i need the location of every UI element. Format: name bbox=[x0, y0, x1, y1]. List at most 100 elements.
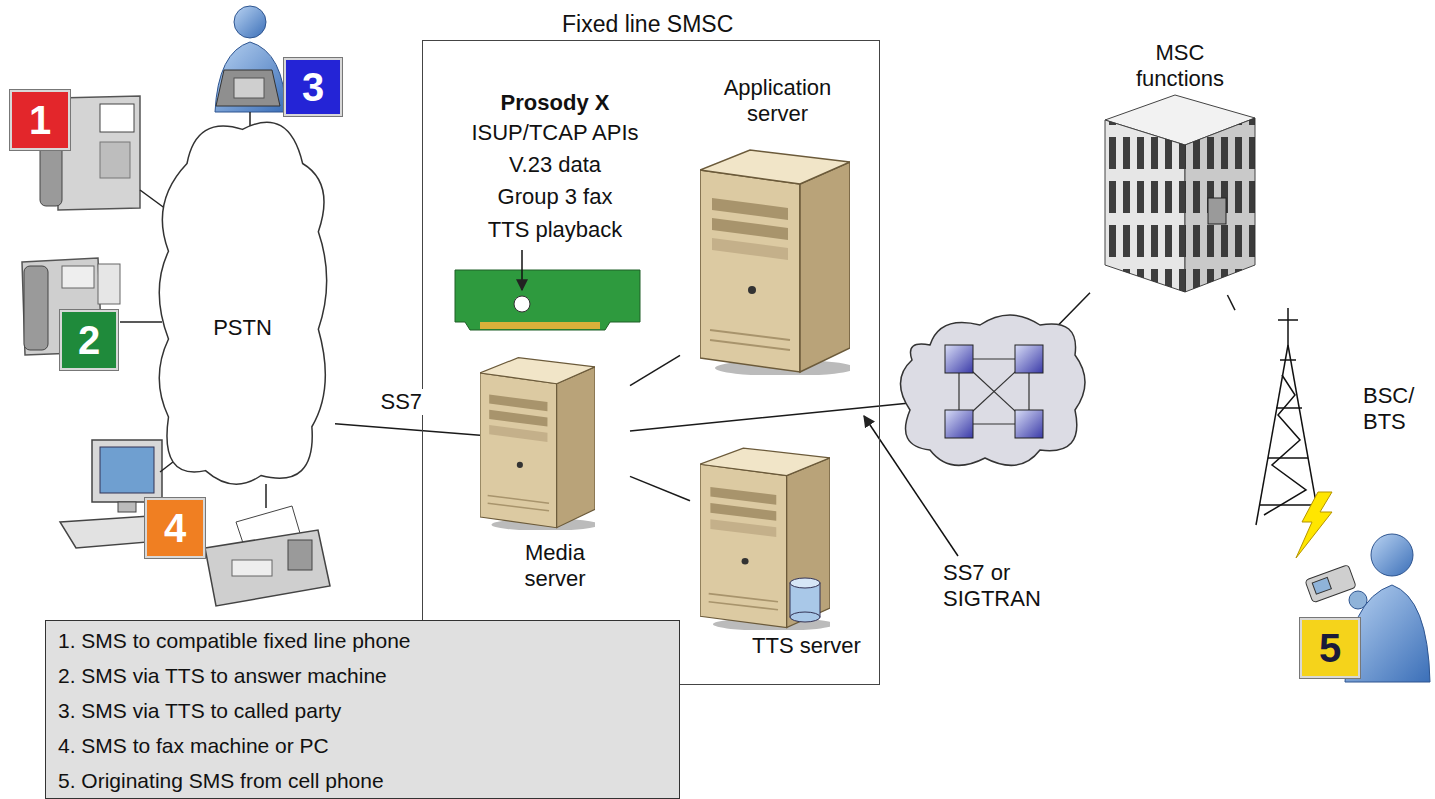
prosody-card bbox=[455, 250, 640, 330]
radio-tower-part bbox=[1256, 345, 1288, 525]
boundary-frame bbox=[422, 40, 880, 685]
callout-box: 1 bbox=[10, 90, 70, 150]
key-line: 4. SMS to fax machine or PC bbox=[58, 728, 679, 763]
link-label: SS7 or SIGTRAN bbox=[943, 560, 1073, 612]
fax-machine-part bbox=[232, 560, 272, 576]
personal-computer-part bbox=[92, 440, 162, 502]
person-with-phone-part bbox=[234, 6, 266, 38]
mobile-user-part bbox=[1349, 591, 1367, 609]
leader-arrow bbox=[864, 416, 958, 556]
radio-tower-part bbox=[1280, 359, 1296, 361]
radio-tower-part bbox=[1276, 407, 1302, 409]
equipment-node: TTS server bbox=[690, 435, 875, 665]
fax-machine-part bbox=[288, 540, 312, 570]
system-boundary: Fixed line SMSC Application serverMedia s… bbox=[422, 8, 880, 685]
person-with-phone bbox=[215, 6, 286, 112]
callout-number: 1 bbox=[12, 92, 68, 148]
person-with-phone-part bbox=[234, 78, 264, 98]
radio-tower-part bbox=[1287, 308, 1289, 345]
radio-tower bbox=[1256, 308, 1320, 525]
mobile-user-part bbox=[1371, 534, 1413, 576]
equipment-node: Media server bbox=[480, 340, 630, 610]
board-feature: Prosody X bbox=[455, 90, 655, 116]
board-feature: V.23 data bbox=[455, 152, 655, 178]
mobile-user-part-part bbox=[1305, 565, 1356, 603]
switch-cabinet-part bbox=[1185, 118, 1255, 292]
radio-link-bolt bbox=[1296, 492, 1332, 558]
database-cylinder-part bbox=[790, 612, 820, 622]
personal-computer-part bbox=[118, 502, 136, 512]
radio-tower-part bbox=[1264, 375, 1306, 515]
fax-machine bbox=[205, 506, 330, 606]
prosody-card-part bbox=[521, 250, 523, 290]
node-label: Fixed line SMSC bbox=[562, 10, 880, 38]
ss7-network bbox=[900, 315, 1085, 465]
server-tower-part bbox=[700, 448, 834, 631]
link-line bbox=[1227, 295, 1235, 310]
database-cylinder-part bbox=[790, 578, 820, 588]
node-label: Media server bbox=[505, 540, 605, 592]
person-with-phone-part bbox=[216, 70, 280, 106]
key-line: 1. SMS to compatible fixed line phone bbox=[58, 623, 679, 658]
radio-tower-part bbox=[1260, 504, 1316, 506]
server-tower-part bbox=[700, 150, 855, 376]
server-tower-part bbox=[480, 358, 599, 531]
answer-machine-part bbox=[24, 266, 48, 350]
callout-box: 5 bbox=[1300, 618, 1360, 678]
switch-cabinet-part bbox=[1105, 120, 1185, 292]
ss7-network-part bbox=[900, 315, 1085, 465]
callout-number: 3 bbox=[286, 60, 340, 114]
equipment-node: MSC functions bbox=[1090, 40, 1270, 295]
answer-machine-part bbox=[62, 266, 94, 288]
callout-box: 2 bbox=[60, 310, 118, 370]
prosody-card-part bbox=[480, 322, 600, 329]
callout-number: 5 bbox=[1302, 620, 1358, 676]
desk-phone-part bbox=[100, 142, 130, 178]
link-label: SS7 bbox=[379, 389, 425, 415]
desk-phone-part bbox=[100, 104, 134, 132]
switch-cabinet-part bbox=[1105, 120, 1185, 292]
node-label: TTS server bbox=[752, 633, 875, 659]
ss7-network-part bbox=[1015, 345, 1043, 373]
link-line bbox=[335, 424, 480, 435]
network-cloud: PSTN bbox=[150, 105, 335, 495]
prosody-card-part bbox=[455, 270, 640, 330]
cloud-outline bbox=[159, 122, 326, 484]
ss7-network-part bbox=[1015, 410, 1043, 438]
answer-machine-part bbox=[98, 264, 120, 304]
key-line: 3. SMS via TTS to called party bbox=[58, 693, 679, 728]
person-with-phone-part bbox=[215, 42, 286, 112]
callout-box: 4 bbox=[145, 498, 205, 558]
personal-computer-part bbox=[100, 447, 154, 493]
radio-tower-part bbox=[1268, 457, 1308, 459]
mobile-user-part bbox=[1305, 565, 1356, 603]
board-feature: TTS playback bbox=[455, 217, 655, 243]
link-line bbox=[630, 476, 690, 500]
callout-number: 2 bbox=[62, 312, 116, 368]
node-label: BSC/ BTS bbox=[1363, 383, 1421, 435]
switch-cabinet bbox=[1105, 95, 1255, 292]
key-box: 1. SMS to compatible fixed line phone2. … bbox=[45, 620, 680, 799]
ss7-network-part bbox=[945, 410, 973, 438]
board-feature: ISUP/TCAP APIs bbox=[455, 120, 655, 146]
node-label: PSTN bbox=[150, 315, 335, 341]
callout-number: 4 bbox=[147, 500, 203, 556]
phone-line-part bbox=[265, 484, 267, 508]
equipment-node: BSC/ BTS bbox=[1235, 305, 1425, 530]
mobile-user-part-part bbox=[1312, 577, 1331, 594]
callout-box: 3 bbox=[284, 58, 342, 116]
node-label: MSC functions bbox=[1125, 40, 1235, 92]
prosody-card-part bbox=[514, 296, 530, 312]
key-line: 5. Originating SMS from cell phone bbox=[58, 763, 679, 798]
board-feature: Group 3 fax bbox=[455, 184, 655, 210]
node-label: Application server bbox=[703, 75, 853, 127]
fax-machine-part bbox=[205, 530, 330, 606]
switch-cabinet-part bbox=[1208, 198, 1226, 224]
radio-tower-part bbox=[1278, 319, 1298, 321]
cloud-outline bbox=[150, 105, 335, 495]
server-tower bbox=[480, 150, 855, 631]
key-line: 2. SMS via TTS to answer machine bbox=[58, 658, 679, 693]
ss7-network-part bbox=[945, 345, 973, 373]
switch-cabinet-part bbox=[1185, 118, 1255, 292]
